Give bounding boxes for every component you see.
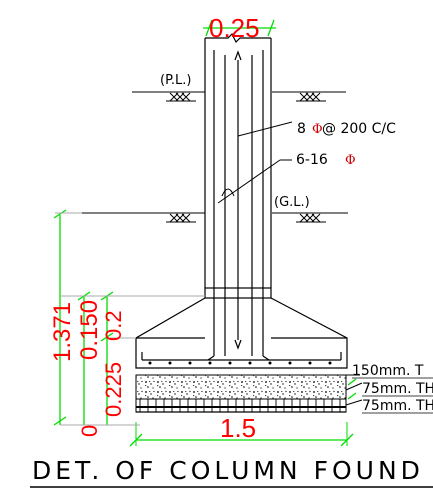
extension-lines [55,212,205,426]
footing [135,287,348,369]
ties-spacing-label: @ 200 C/C [322,121,396,137]
ties-label: 8 [297,121,306,137]
layer-1-label: 150mm. T [352,363,424,379]
pcc-layer [135,374,347,400]
main-bar-icon: Φ [345,153,356,168]
base-dimension: 0 [77,425,102,437]
depth-dimension: 1.371 [49,302,76,362]
brick-layer [135,398,347,413]
leader-lines [217,121,363,406]
footing-dimension: 0.225 [101,362,126,417]
ground-level-label: (G.L.) [274,195,310,210]
pedestal-dimension: 0.150 [76,300,103,360]
rebar-dots [148,361,332,365]
plinth-level-lines [132,91,346,102]
main-bars-label: 6-16 [296,152,328,168]
column-width-dimension: 0.25 [209,13,260,43]
footing-width-dimension: 1.5 [220,413,256,443]
layer-3-label: 75mm. TH [362,398,433,414]
taper-dimension: 0.2 [101,310,126,341]
ties-bar-icon: Φ [312,122,323,137]
layer-2-label: 75mm. TH [362,381,433,397]
ground-level-lines [80,212,348,223]
column [204,32,272,356]
drawing-title: DET. OF COLUMN FOUND [32,456,424,485]
plinth-level-label: (P.L.) [160,73,191,88]
